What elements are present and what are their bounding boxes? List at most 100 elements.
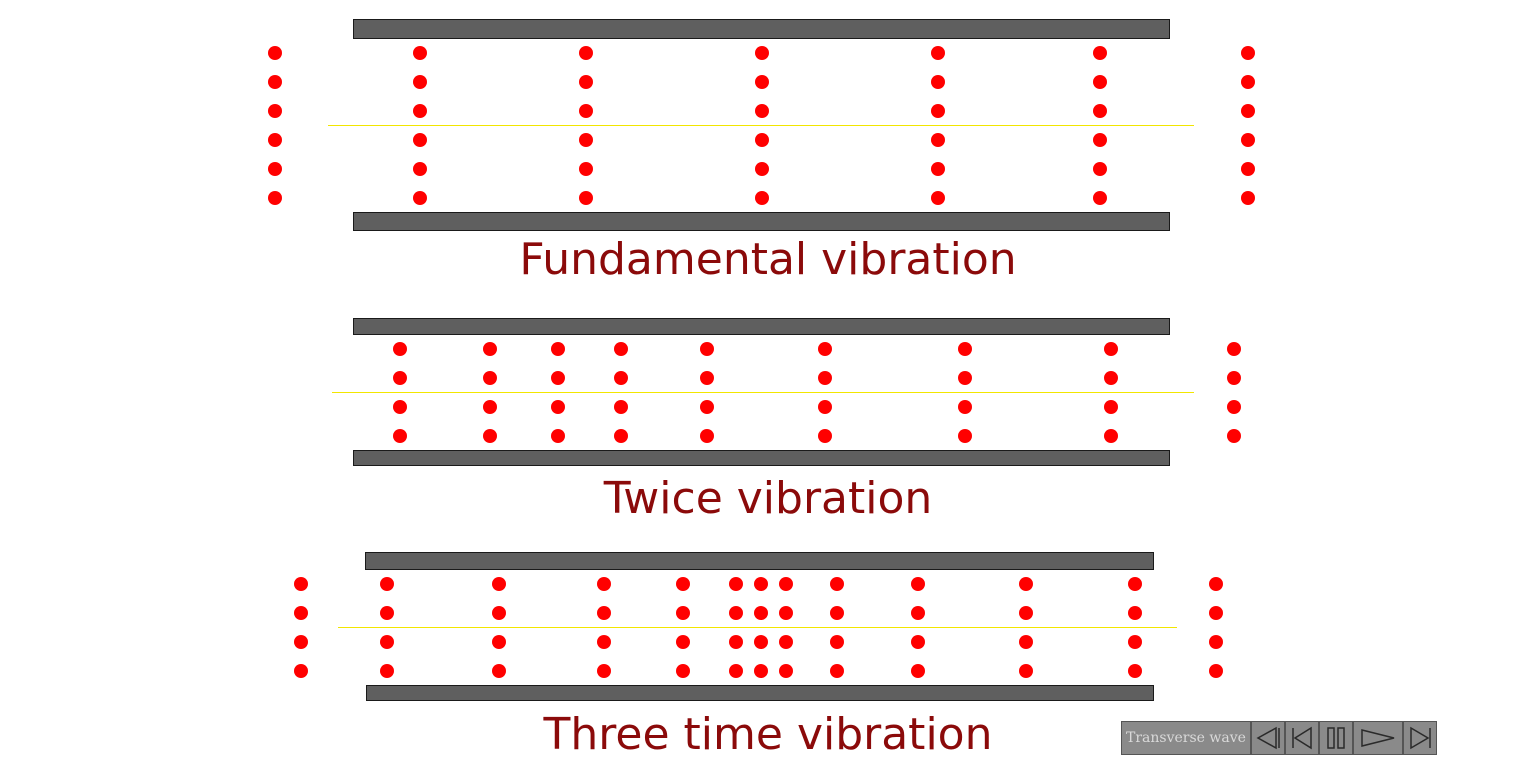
particle [294,577,308,591]
particle [958,342,972,356]
particle [931,75,945,89]
particle [551,342,565,356]
particle [483,400,497,414]
particle [729,577,743,591]
step-back-button[interactable] [1251,721,1285,755]
particle [1019,664,1033,678]
rewind-button[interactable] [1285,721,1319,755]
particle [413,75,427,89]
particle [729,664,743,678]
particle [393,429,407,443]
particle [1093,133,1107,147]
panel-caption: Three time vibration [543,709,993,760]
particle [818,371,832,385]
particle [268,46,282,60]
particle [754,635,768,649]
particle [492,606,506,620]
particle [1104,429,1118,443]
particle [597,577,611,591]
particle [1209,635,1223,649]
particle [492,664,506,678]
step-forward-button[interactable] [1403,721,1437,755]
particle [1241,46,1255,60]
particle [380,635,394,649]
particle [1093,104,1107,118]
particle [1209,664,1223,678]
particle [413,133,427,147]
particle [1104,342,1118,356]
particle [729,635,743,649]
particle [1209,577,1223,591]
particle [551,371,565,385]
particle [614,400,628,414]
particle [779,664,793,678]
equilibrium-line [332,392,1194,393]
particle [755,191,769,205]
particle [1019,577,1033,591]
particle [676,664,690,678]
particle [579,133,593,147]
bottom-wall [353,212,1170,231]
top-wall [353,318,1170,335]
particle [958,400,972,414]
particle [958,429,972,443]
pause-button[interactable] [1319,721,1353,755]
panel-caption: Twice vibration [603,473,933,524]
particle [755,133,769,147]
pause-icon [1327,727,1345,749]
particle [483,429,497,443]
particle [483,342,497,356]
particle [614,371,628,385]
particle [393,400,407,414]
particle [754,577,768,591]
mode-toggle-button[interactable]: Transverse wave [1121,721,1251,755]
bottom-wall [366,685,1154,701]
particle [755,75,769,89]
particle [931,133,945,147]
particle [818,342,832,356]
particle [830,635,844,649]
particle [492,577,506,591]
particle [1227,371,1241,385]
particle [1019,635,1033,649]
particle [676,635,690,649]
particle [830,577,844,591]
particle [676,606,690,620]
equilibrium-line [328,125,1194,126]
particle [413,46,427,60]
particle [268,75,282,89]
particle [597,664,611,678]
particle [676,577,690,591]
particle [597,606,611,620]
particle [579,191,593,205]
particle [1093,191,1107,205]
particle [380,664,394,678]
particle [1128,606,1142,620]
play-button[interactable] [1353,721,1403,755]
particle [551,429,565,443]
particle [931,162,945,176]
particle [380,577,394,591]
particle [1227,342,1241,356]
particle [579,46,593,60]
particle [579,162,593,176]
particle [268,191,282,205]
particle [754,606,768,620]
rewind-icon [1292,726,1312,750]
particle [1093,46,1107,60]
particle [931,191,945,205]
particle [1128,577,1142,591]
particle [830,606,844,620]
particle [931,46,945,60]
particle [413,162,427,176]
particle [958,371,972,385]
particle [1241,75,1255,89]
particle [755,46,769,60]
particle [755,104,769,118]
particle [614,342,628,356]
particle [755,162,769,176]
top-wall [353,19,1170,39]
particle [483,371,497,385]
particle [294,664,308,678]
particle [413,104,427,118]
